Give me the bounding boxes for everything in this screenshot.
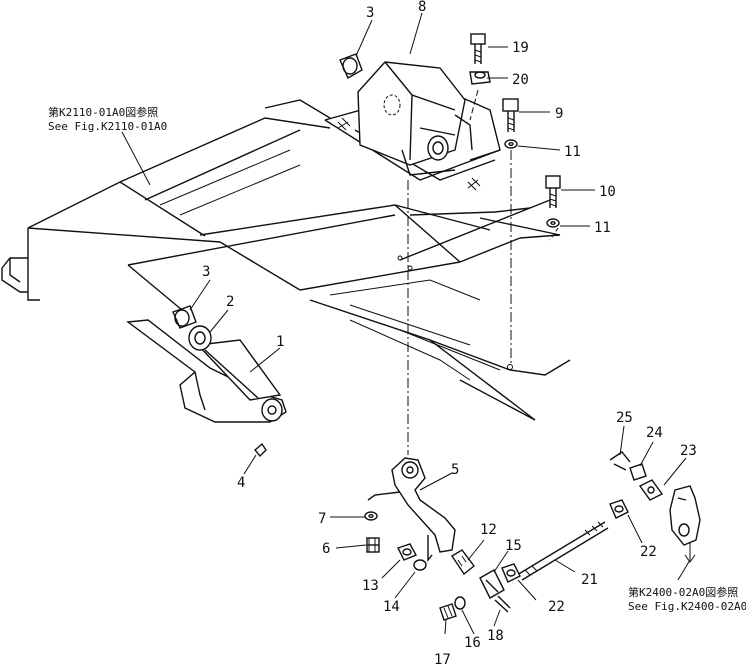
bolt-part-19 <box>470 33 486 64</box>
bushing-part-3-upper <box>339 53 363 79</box>
leader-lines <box>121 12 691 635</box>
callout-23: 23 <box>680 443 697 459</box>
callout-16: 16 <box>464 635 481 651</box>
callout-22-right: 22 <box>640 544 657 560</box>
bolt-part-6 <box>366 537 380 553</box>
bracket-part-8 <box>324 61 531 231</box>
callout-6: 6 <box>322 541 330 557</box>
washer-part-11-upper <box>504 139 518 149</box>
callout-3-lower: 3 <box>202 264 210 280</box>
pin-part-25 <box>609 451 631 471</box>
lever-part-1 <box>126 319 287 423</box>
callout-18: 18 <box>487 628 504 644</box>
reference-note-left: 第K2110-01A0図参照 See Fig.K2110-01A0 <box>48 105 167 133</box>
pin-part-4 <box>254 442 267 458</box>
callout-11-lower: 11 <box>594 220 611 236</box>
callout-11-upper: 11 <box>564 144 581 160</box>
callout-5: 5 <box>451 462 459 478</box>
callout-20: 20 <box>512 72 529 88</box>
bolt-part-10 <box>545 175 561 208</box>
nut-part-22-right <box>609 499 629 519</box>
lever-right <box>669 485 701 546</box>
nut-part-22-left <box>501 563 521 583</box>
callout-4: 4 <box>237 475 245 491</box>
callout-1: 1 <box>276 334 284 350</box>
joint-part-12 <box>451 549 475 576</box>
pin-part-18 <box>494 595 511 613</box>
callout-7: 7 <box>318 511 326 527</box>
callout-9: 9 <box>555 106 563 122</box>
reference-right-line1: 第K2400-02A0図参照 <box>628 585 738 599</box>
bushing-part-3-lower <box>172 305 197 329</box>
callout-25: 25 <box>616 410 633 426</box>
nut-part-17 <box>439 603 457 621</box>
callout-15: 15 <box>505 538 522 554</box>
callout-2: 2 <box>226 294 234 310</box>
callout-14: 14 <box>383 599 400 615</box>
reference-left-line1: 第K2110-01A0図参照 <box>48 105 158 119</box>
bolt-part-9 <box>502 98 519 132</box>
rod-part-21 <box>516 521 609 581</box>
reference-note-right: 第K2400-02A0図参照 See Fig.K2400-02A0 <box>628 585 746 613</box>
reference-right-line2: See Fig.K2400-02A0 <box>628 600 746 613</box>
callout-21: 21 <box>581 572 598 588</box>
frame-body <box>1 99 571 421</box>
arm-part-5 <box>367 457 456 562</box>
callout-19: 19 <box>512 40 529 56</box>
joint-part-15 <box>479 569 505 599</box>
nut-part-24 <box>629 463 647 481</box>
washer-part-7 <box>364 511 378 521</box>
callout-10: 10 <box>599 184 616 200</box>
reference-left-line2: See Fig.K2110-01A0 <box>48 120 167 133</box>
callout-8: 8 <box>418 0 426 15</box>
callout-24: 24 <box>646 425 663 441</box>
washer-part-2 <box>188 325 212 351</box>
nut-part-14 <box>413 559 427 571</box>
nut-part-13 <box>397 543 417 561</box>
callout-17: 17 <box>434 652 451 664</box>
joint-part-23 <box>638 479 664 501</box>
callout-22-left: 22 <box>548 599 565 615</box>
callout-labels: 3 8 19 20 9 11 10 11 3 2 1 4 5 7 6 13 14… <box>202 0 697 664</box>
callout-12: 12 <box>480 522 497 538</box>
nut-part-20 <box>469 71 491 85</box>
washer-part-11-lower <box>546 218 560 228</box>
callout-13: 13 <box>362 578 379 594</box>
callout-3-upper: 3 <box>366 5 374 21</box>
washer-part-16 <box>454 596 466 610</box>
